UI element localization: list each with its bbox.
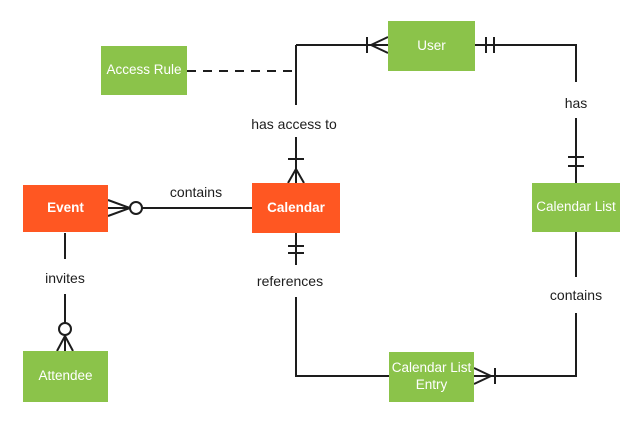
- relationship-label-invites: invites: [43, 270, 87, 286]
- crowfoot-zero-or-many-icon: [57, 323, 73, 351]
- crowfoot-one-or-many-icon: [288, 159, 304, 183]
- relationship-label-contains-event: contains: [167, 184, 225, 200]
- relationship-line-user-has-calendar-list: [475, 37, 584, 183]
- entity-calendar: Calendar: [252, 183, 340, 233]
- relationship-line-calendar-has-access-to-user: [288, 37, 388, 183]
- crowfoot-one-or-many-icon: [367, 37, 388, 53]
- relationship-line-calendar-references-entry: [288, 233, 389, 376]
- relationship-label-contains-entry: contains: [547, 287, 605, 303]
- entity-label: Access Rule: [106, 62, 182, 78]
- entity-calendar-list-entry: Calendar List Entry: [389, 352, 474, 402]
- entity-label: Calendar List: [536, 199, 616, 215]
- relationship-line-event-invites-attendee: [57, 233, 73, 351]
- entity-label: Attendee: [38, 368, 93, 384]
- crowfoot-exactly-one-icon: [486, 37, 494, 53]
- entity-access-rule: Access Rule: [101, 46, 187, 95]
- crowfoot-one-or-many-icon: [474, 368, 495, 384]
- crowfoot-exactly-one-icon: [568, 157, 584, 166]
- relationship-line-calendar-contains-event: [108, 200, 252, 216]
- crowfoot-exactly-one-icon: [288, 246, 304, 253]
- crowfoot-zero-or-many-icon: [108, 200, 142, 216]
- entity-attendee: Attendee: [23, 351, 108, 402]
- relationship-label-has-access-to: has access to: [249, 116, 339, 132]
- entity-label: Calendar List Entry: [391, 360, 472, 392]
- entity-label: Event: [47, 200, 84, 216]
- relationship-label-references: references: [254, 273, 326, 289]
- entity-label: Calendar: [267, 199, 325, 215]
- relationship-label-has: has: [562, 95, 590, 111]
- relationship-line-calendar-list-contains-entry: [474, 232, 576, 384]
- entity-event: Event: [23, 185, 108, 232]
- entity-calendar-list: Calendar List: [532, 183, 620, 232]
- entity-label: User: [417, 37, 446, 53]
- entity-user: User: [388, 21, 475, 71]
